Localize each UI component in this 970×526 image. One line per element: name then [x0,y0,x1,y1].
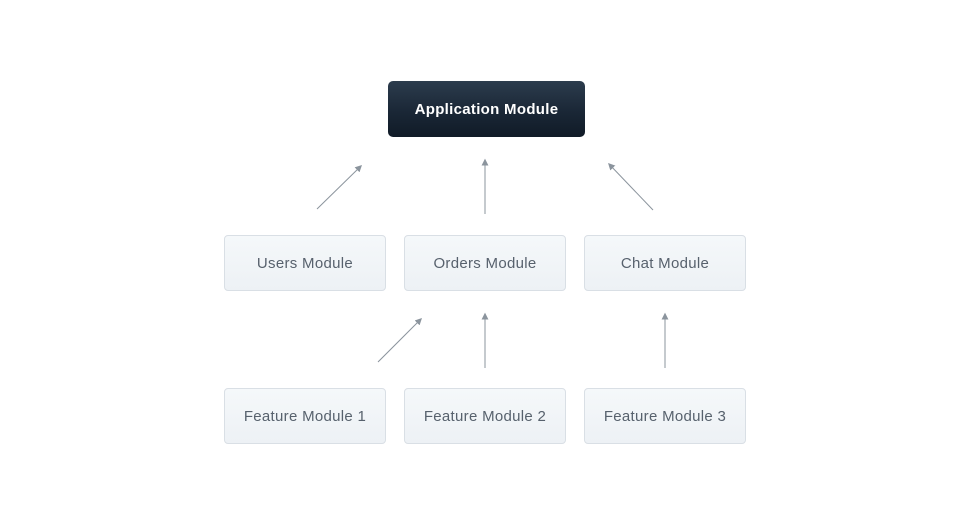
node-label: Feature Module 3 [603,407,727,425]
node-users-module: Users Module [224,235,386,291]
node-chat-module: Chat Module [584,235,746,291]
node-label: Feature Module 2 [423,407,547,425]
node-label: Users Module [256,254,354,272]
node-feature-module-2: Feature Module 2 [404,388,566,444]
node-application-module: Application Module [388,81,585,137]
edge-users-to-application [316,165,363,210]
edge-chat-to-application [608,162,654,211]
node-feature-module-1: Feature Module 1 [224,388,386,444]
edge-feature1-to-orders [377,318,422,363]
node-label: Chat Module [620,254,710,272]
node-orders-module: Orders Module [404,235,566,291]
node-label: Orders Module [433,254,537,272]
node-label: Application Module [414,100,559,118]
node-label: Feature Module 1 [243,407,367,425]
node-feature-module-3: Feature Module 3 [584,388,746,444]
